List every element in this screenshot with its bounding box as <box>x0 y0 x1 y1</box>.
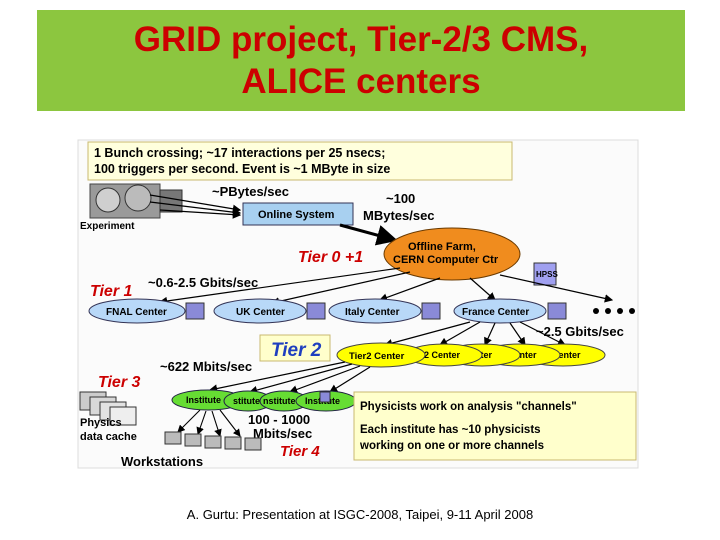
fnal-storage-icon <box>185 302 205 320</box>
france-to-tier2-arrows <box>383 321 567 348</box>
france-storage-icon <box>547 302 567 320</box>
tier-4-rate-line-2: Mbits/sec <box>253 426 312 441</box>
svg-text:HPSS: HPSS <box>536 270 558 279</box>
analysis-note-line-3: working on one or more channels <box>359 440 544 452</box>
tier-2-bandwidth: ~2.5 Gbits/sec <box>536 324 624 339</box>
online-system-label: Online System <box>258 209 335 221</box>
hpss-storage-icon: HPSS <box>533 262 558 286</box>
online-system-node <box>242 202 354 226</box>
workstations-icon <box>164 431 262 451</box>
experiment-to-online-arrows <box>149 194 242 219</box>
tier-1-label: Tier 1 <box>90 283 133 300</box>
tier2-center-label-2: 2 Center <box>424 350 461 360</box>
bunch-crossing-note <box>87 141 513 181</box>
experiment-label: Experiment <box>80 221 135 232</box>
italy-center-label: Italy Center <box>345 307 400 318</box>
institute-label-3: nstitute <box>263 396 296 406</box>
france-center-label: France Center <box>462 307 529 318</box>
pbytes-rate: ~PBytes/sec <box>212 184 289 199</box>
offline-farm-line-2: CERN Computer Ctr <box>393 254 499 266</box>
tier-0-label: Tier 0 +1 <box>298 249 363 266</box>
tier2-center-label-1: Tier2 Center <box>349 351 405 362</box>
slide-footer: A. Gurtu: Presentation at ISGC-2008, Tai… <box>186 507 534 522</box>
tier2-center-label-3: nter <box>475 350 493 360</box>
italy-storage-icon <box>421 302 441 320</box>
uk-center-label: UK Center <box>236 307 285 318</box>
physics-label: Physics <box>80 417 122 429</box>
tier-1-bandwidth: ~0.6-2.5 Gbits/sec <box>148 275 258 290</box>
more-centers-dots <box>593 308 635 314</box>
institute-label-1: Institute <box>186 395 221 405</box>
offline-to-tier1-arrows <box>158 267 614 306</box>
tier2-center-label-4: Center <box>508 350 537 360</box>
analysis-note-line-2: Each institute has ~10 physicists <box>360 424 541 436</box>
workstations-label: Workstations <box>121 454 203 469</box>
tier2-center-node-1 <box>336 342 426 368</box>
institute-label-2: stitute <box>233 396 260 406</box>
rate-100-line-1: ~100 <box>386 191 415 206</box>
uk-center-node <box>213 298 307 324</box>
physics-data-cache-icon <box>79 391 137 426</box>
rate-100-line-2: MBytes/sec <box>363 208 435 223</box>
tier-3-label: Tier 3 <box>98 374 141 391</box>
tier-4-label: Tier 4 <box>280 443 320 460</box>
tier-2-label-box <box>259 334 331 362</box>
tier2-center-label-5: Center <box>552 350 581 360</box>
slide-title-line-1: GRID project, Tier-2/3 CMS, <box>133 19 589 59</box>
tier-4-rate-line-1: 100 - 1000 <box>248 412 310 427</box>
tier-2-label: Tier 2 <box>271 340 322 361</box>
tier-3-bandwidth: ~622 Mbits/sec <box>160 359 252 374</box>
offline-farm-node <box>383 227 521 281</box>
slide-title-line-2: ALICE centers <box>241 61 481 101</box>
data-cache-label: data cache <box>80 431 137 443</box>
institute-storage-icon <box>319 391 331 403</box>
tier2-to-institute-arrows <box>208 361 371 395</box>
france-center-node <box>453 298 547 324</box>
institute-to-workstation-arrows <box>177 409 241 438</box>
fnal-center-label: FNAL Center <box>106 307 167 318</box>
italy-center-node <box>328 298 422 324</box>
online-to-offline-arrow <box>339 223 398 246</box>
offline-farm-line-1: Offline Farm, <box>408 241 476 253</box>
title-banner: GRID project, Tier-2/3 CMS, ALICE center… <box>37 10 685 111</box>
bunch-crossing-line-1: 1 Bunch crossing; ~17 interactions per 2… <box>94 146 385 160</box>
experiment-detector-icon <box>89 183 183 219</box>
bunch-crossing-line-2: 100 triggers per second. Event is ~1 MBy… <box>94 162 390 176</box>
analysis-note-box <box>353 391 637 461</box>
analysis-note-line-1: Physicists work on analysis "channels" <box>360 401 577 413</box>
fnal-center-node <box>88 298 186 324</box>
uk-storage-icon <box>306 302 326 320</box>
